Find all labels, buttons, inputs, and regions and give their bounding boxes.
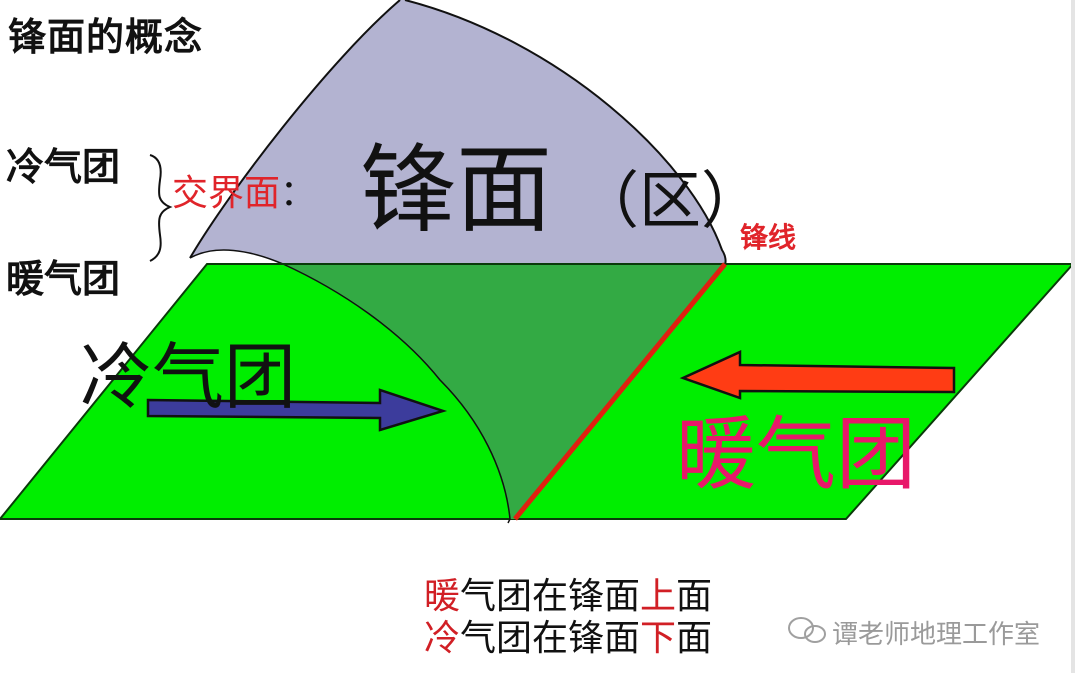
- label-cold-mass: 冷气团: [6, 145, 121, 189]
- front-surface: [190, 0, 726, 264]
- front-paren: （区）: [577, 164, 764, 237]
- cold-air-arrow-icon: [146, 388, 448, 432]
- cold-air-mass-label: 冷气团: [80, 335, 297, 419]
- warm-air-mass-label: 暖气团: [676, 408, 916, 501]
- interface-colon: ：: [280, 173, 317, 214]
- label-warm-mass: 暖气团: [6, 257, 121, 301]
- page-title: 锋面的概念: [8, 15, 204, 59]
- front-curve-outline-lower: [189, 249, 511, 524]
- front-line: [513, 262, 727, 521]
- front-curve-outline: [189, 0, 401, 259]
- front-surface-over-ground: [283, 264, 725, 519]
- summary-line-warm: 暖气团在锋面上面: [424, 576, 713, 617]
- interface-text: 交界面: [172, 173, 281, 214]
- right-edge-border: [1071, 0, 1075, 673]
- interface-label: 交界面：: [172, 164, 316, 216]
- front-line-label: 锋线: [740, 221, 797, 254]
- brace-icon: [149, 154, 173, 262]
- front-term: 锋面: [360, 134, 552, 246]
- watermark: 谭老师地理工作室: [832, 620, 1041, 650]
- front-curve-outline-right: [404, 0, 727, 265]
- wechat-icon: [788, 617, 826, 643]
- warm-air-arrow-icon: [679, 350, 956, 400]
- summary: 暖气团在锋面上面 冷气团在锋面下面: [424, 576, 712, 660]
- summary-line-cold: 冷气团在锋面下面: [424, 618, 713, 659]
